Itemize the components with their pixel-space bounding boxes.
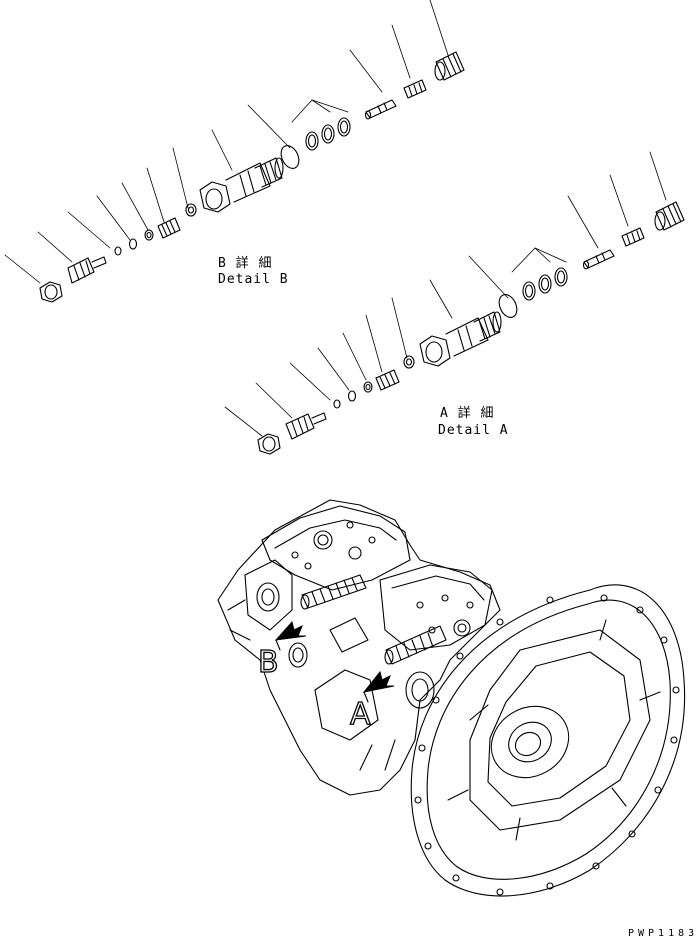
detail-a-small-spring	[621, 227, 645, 247]
detail-b-spring	[157, 217, 181, 239]
detail-a-label-jp: A 詳 細	[440, 406, 495, 421]
installed-valve-a	[384, 625, 447, 665]
arrow-b-icon	[274, 620, 307, 651]
detail-a-washer	[347, 390, 357, 402]
pump-assembly	[217, 499, 686, 897]
detail-b-hex-nut	[39, 281, 63, 303]
detail-b-valve-body	[199, 157, 284, 213]
detail-b-parts	[4, 0, 465, 303]
detail-a-ring-set	[522, 267, 568, 301]
detail-a-hex-nut	[257, 433, 281, 455]
detail-a-small-nut	[403, 355, 415, 369]
arrow-a-icon	[362, 670, 395, 703]
detail-b-retainer	[144, 229, 154, 241]
callout-b: B	[257, 645, 279, 680]
flywheel-housing	[410, 584, 686, 897]
detail-b-leaders	[4, 0, 449, 284]
pump-body	[217, 499, 501, 796]
installed-valve-b	[300, 574, 367, 610]
detail-b-label-jp: B 詳 細	[218, 256, 273, 271]
detail-a-piston	[582, 249, 615, 270]
detail-a-o-ring-small	[333, 399, 341, 409]
detail-a-retainer	[363, 381, 373, 393]
detail-a-adjust-screw	[285, 412, 327, 440]
detail-b-piston	[364, 99, 397, 120]
detail-a-sleeve	[654, 201, 685, 231]
detail-a-spring	[375, 369, 400, 391]
detail-a-valve-body	[419, 311, 502, 367]
detail-b-small-spring	[403, 79, 427, 99]
detail-a-o-ring-large	[498, 294, 518, 318]
detail-b-washer	[128, 238, 138, 250]
callout-a: A	[349, 697, 371, 732]
detail-b-o-ring-large	[280, 145, 300, 169]
detail-a-leaders	[224, 151, 667, 437]
detail-a-label-en: Detail A	[438, 423, 509, 438]
detail-a-parts	[224, 151, 685, 455]
detail-b-o-ring-small	[114, 246, 122, 256]
detail-b-label-en: Detail B	[218, 272, 289, 287]
detail-b-adjust-screw	[67, 256, 107, 284]
detail-b-small-nut	[185, 203, 197, 217]
detail-b-ring-set	[305, 117, 351, 151]
detail-b-sleeve	[434, 51, 465, 81]
drawing-code: PWP1183	[628, 928, 698, 939]
